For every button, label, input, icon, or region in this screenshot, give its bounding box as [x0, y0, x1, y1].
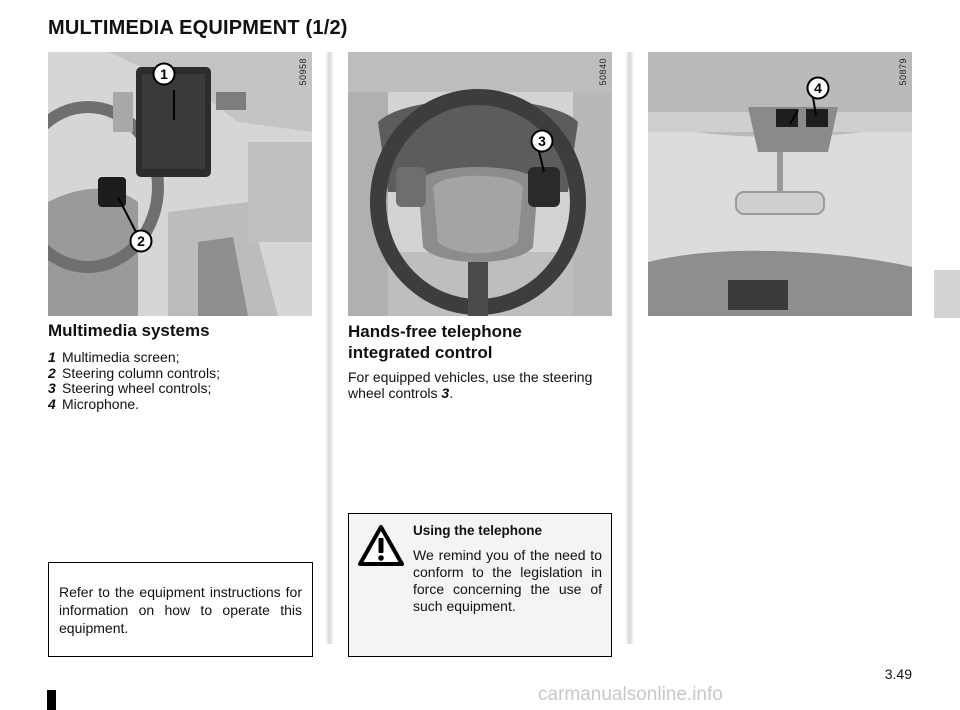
figure-roof-console: 4 50879	[648, 52, 912, 316]
figure-steering-wheel: 3 50840	[348, 52, 612, 316]
column-divider	[625, 52, 634, 644]
figure-code: 50840	[598, 58, 608, 86]
figure-code: 50879	[898, 58, 908, 86]
page-title: MULTIMEDIA EQUIPMENT (1/2)	[48, 17, 348, 39]
svg-text:3: 3	[538, 133, 546, 149]
svg-text:4: 4	[814, 80, 822, 96]
dashboard-illustration	[48, 52, 312, 316]
warning-box: Using the telephone We remind you of the…	[348, 513, 612, 657]
svg-text:1: 1	[160, 66, 168, 82]
warning-title: Using the telephone	[413, 523, 543, 538]
warning-text: We remind you of the need to conform to …	[413, 547, 602, 614]
note-box: Refer to the equipment instructions for …	[48, 562, 313, 657]
page-number: 3.49	[884, 666, 912, 682]
figure-code: 50958	[298, 58, 308, 86]
note-text: Refer to the equipment instructions for …	[59, 584, 302, 636]
handsfree-paragraph: For equipped vehicles, use the steering …	[348, 369, 593, 401]
warning-triangle-icon	[358, 525, 404, 566]
corner-marker	[47, 690, 56, 710]
section-tab	[934, 270, 960, 318]
watermark: carmanualsonline.info	[538, 684, 723, 705]
callout-4-icon: 4	[806, 76, 830, 100]
reference-number: 3	[441, 385, 450, 401]
steering-wheel-illustration	[348, 52, 612, 316]
roof-console-illustration	[648, 52, 912, 316]
column-divider	[325, 52, 334, 644]
callout-3-icon: 3	[530, 129, 554, 153]
figure-dashboard: 1 2 50958	[48, 52, 312, 316]
section-heading-multimedia: Multimedia systems	[48, 321, 210, 340]
warning-text-block: We remind you of the need to conform to …	[357, 547, 602, 615]
callout-2-icon: 2	[129, 229, 153, 253]
callout-1-icon: 1	[152, 62, 176, 86]
svg-text:2: 2	[137, 233, 145, 249]
